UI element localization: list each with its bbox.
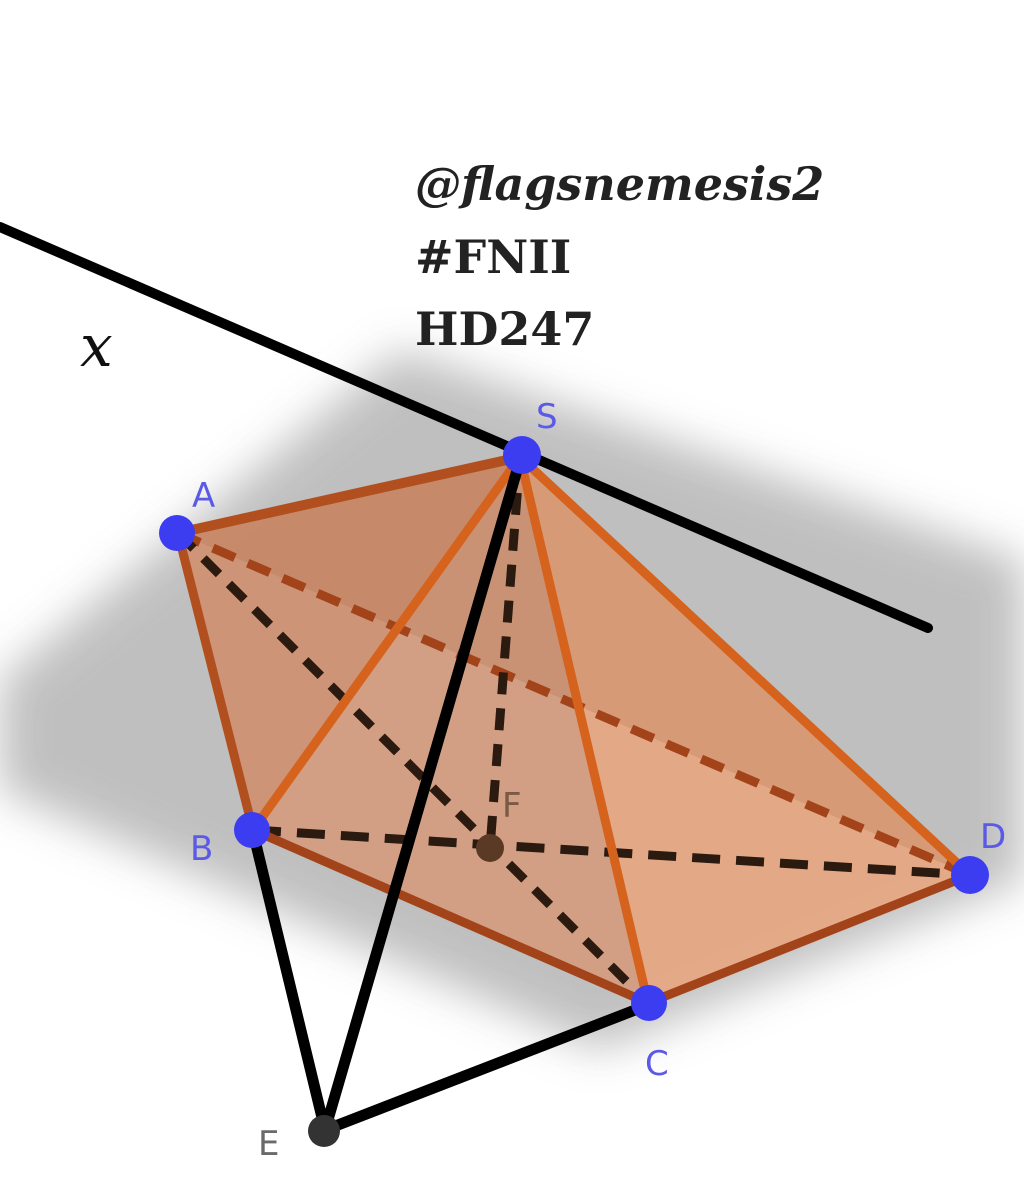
edge-ab [173,528,258,835]
point-d [951,856,989,894]
pyramid-faces [178,457,970,1003]
label-a: A [192,476,215,516]
point-a [159,515,195,551]
points [159,436,989,1147]
point-c [631,985,667,1021]
edge-cd [643,870,975,1008]
point-e [308,1115,340,1147]
caption-tag: #FNII [415,230,571,284]
visible-edges [173,452,975,1008]
edge-bc [248,825,653,1008]
edge-sb [248,452,525,835]
point-f [476,834,504,862]
label-d: D [980,817,1006,857]
label-s: S [536,397,558,437]
segment-be [247,826,331,1136]
point-s [503,436,541,474]
caption: @flagsnemesis2 #FNII HD247 [415,157,824,356]
segment-ce [319,999,654,1136]
caption-code: HD247 [415,302,594,356]
caption-handle: @flagsnemesis2 [415,157,824,211]
face-sad [178,457,970,875]
line-x [0,222,933,633]
point-b [234,812,270,848]
segment-se [319,454,526,1136]
edge-sc [515,452,653,1008]
line-x-label: x [80,312,113,380]
edge-sa [173,452,525,538]
black-segments [247,454,654,1136]
label-e: E [258,1124,279,1164]
edge-ac-dashed [174,529,652,1007]
label-b: B [190,829,213,869]
edge-sd [515,452,975,880]
label-c: C [645,1044,669,1084]
edge-sf-dashed [485,456,525,849]
label-f: F [502,786,522,826]
point-labels: S A B C D E F [190,397,1006,1164]
